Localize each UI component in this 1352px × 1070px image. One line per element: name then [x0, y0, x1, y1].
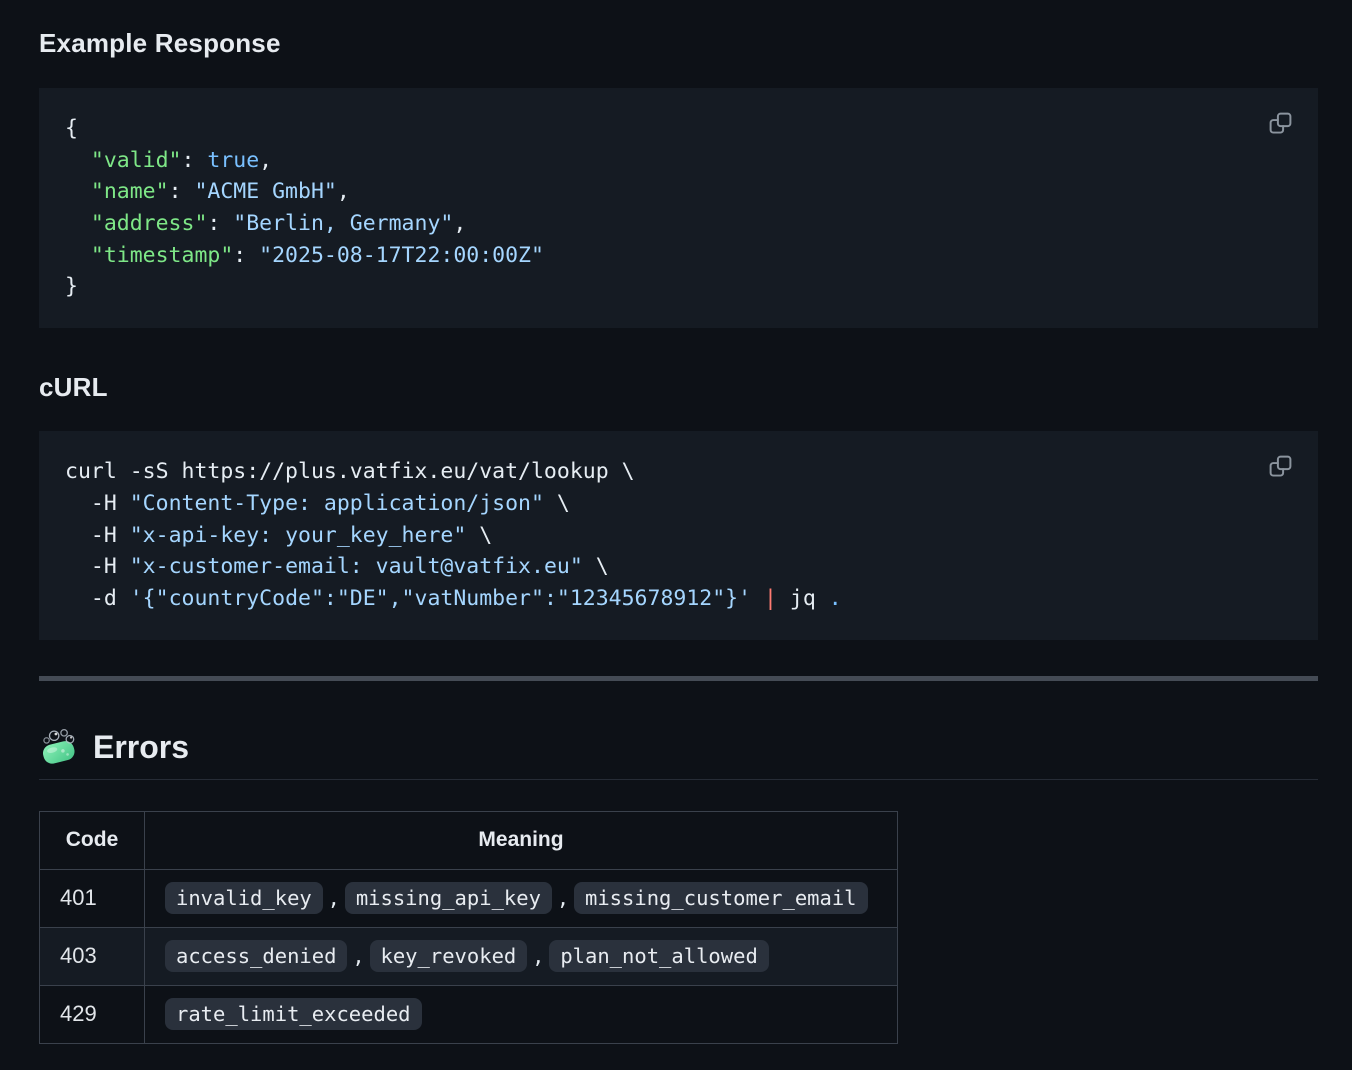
error-code-pill: invalid_key [165, 881, 323, 914]
error-meaning-cell: invalid_key,missing_api_key,missing_cust… [144, 868, 898, 928]
copy-button[interactable] [1268, 454, 1293, 479]
example-response-code-block: { "valid": true, "name": "ACME GmbH", "a… [39, 88, 1318, 329]
code-line: -H "x-customer-email: vault@vatfix.eu" \ [65, 554, 609, 580]
example-response-title: Example Response [39, 28, 281, 58]
error-code-cell: 403 [39, 926, 145, 986]
comma-separator: , [352, 943, 365, 968]
error-code-pill: access_denied [165, 939, 348, 972]
error-code-cell: 429 [39, 984, 145, 1044]
json-code: { "valid": true, "name": "ACME GmbH", "a… [65, 113, 1292, 303]
errors-heading-label: Errors [93, 729, 190, 766]
errors-table-row: 429 rate_limit_exceeded [39, 984, 898, 1044]
code-line: "name": "ACME GmbH", [90, 179, 350, 205]
error-code-pill: missing_customer_email [574, 881, 868, 914]
curl-code: curl -sS https://plus.vatfix.eu/vat/look… [65, 456, 1292, 614]
error-code-pill: rate_limit_exceeded [165, 997, 422, 1030]
code-line: "address": "Berlin, Germany", [90, 211, 467, 237]
code-line: -H "Content-Type: application/json" \ [65, 490, 570, 516]
copy-button[interactable] [1268, 111, 1293, 136]
errors-table-header-code: Code [39, 810, 145, 870]
code-line: -H "x-api-key: your_key_here" \ [65, 522, 493, 548]
code-line: { [65, 116, 78, 141]
code-line: curl -sS https://plus.vatfix.eu/vat/look… [65, 459, 635, 485]
comma-separator: , [556, 885, 569, 910]
comma-separator: , [532, 943, 545, 968]
error-code-pill: key_revoked [369, 939, 528, 972]
code-line: -d '{"countryCode":"DE","vatNumber":"123… [65, 585, 842, 611]
errors-heading: Errors [39, 727, 1318, 780]
soap-icon [39, 727, 81, 769]
comma-separator: , [327, 885, 340, 910]
copy-icon [1269, 455, 1292, 477]
code-line: "timestamp": "2025-08-17T22:00:00Z" [90, 242, 544, 268]
curl-title: cURL [39, 372, 108, 403]
error-code-pill: plan_not_allowed [549, 939, 769, 972]
error-code-pill: missing_api_key [344, 881, 552, 914]
code-line: "valid": true, [90, 147, 273, 173]
copy-icon [1269, 112, 1292, 134]
section-divider [39, 675, 1318, 681]
errors-table-header-row: Code Meaning [39, 810, 898, 870]
error-meaning-cell: rate_limit_exceeded [144, 984, 898, 1044]
api-docs-page: Example Response { "valid": true, "name"… [39, 28, 1318, 1044]
code-line: } [65, 274, 78, 300]
curl-code-block: curl -sS https://plus.vatfix.eu/vat/look… [39, 431, 1318, 640]
error-code-cell: 401 [39, 868, 145, 928]
errors-table-header-meaning: Meaning [144, 810, 898, 870]
error-meaning-cell: access_denied,key_revoked,plan_not_allow… [144, 926, 898, 986]
